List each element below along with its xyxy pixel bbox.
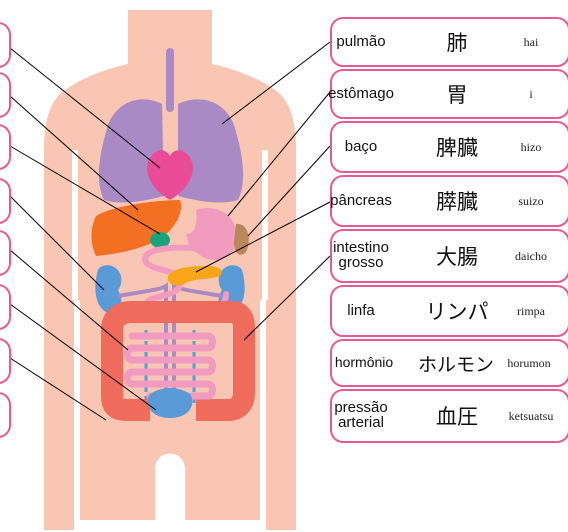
label-romaji: suizo — [496, 177, 566, 225]
label-japanese: 脾臓 — [422, 123, 492, 171]
label-portuguese: pâncreas — [340, 177, 382, 225]
bladder-icon — [148, 388, 192, 418]
trachea-icon — [166, 48, 174, 112]
label-hormone: hormônio ホルモン horumon — [330, 339, 568, 387]
label-japanese: 大腸 — [422, 231, 492, 281]
cutoff-label-box — [0, 72, 11, 118]
label-portuguese: intestino grosso — [340, 231, 382, 281]
label-romaji: hizo — [496, 123, 566, 171]
label-portuguese: estômago — [340, 71, 382, 117]
label-romaji: ketsuatsu — [496, 391, 566, 441]
cutoff-label-box — [0, 338, 11, 384]
cutoff-label-box — [0, 124, 11, 170]
cutoff-label-box — [0, 284, 11, 330]
label-romaji: horumon — [492, 341, 566, 385]
label-japanese: 胃 — [422, 71, 492, 117]
label-portuguese: pulmão — [340, 19, 382, 65]
label-romaji: i — [496, 71, 566, 117]
cutoff-label-box — [0, 178, 11, 224]
cutoff-label-box — [0, 22, 11, 68]
label-japanese: 血圧 — [422, 391, 492, 441]
label-portuguese: baço — [340, 123, 382, 171]
label-japanese: 肺 — [422, 19, 492, 65]
label-pancreas: pâncreas 膵臓 suizo — [330, 175, 568, 227]
label-stomach: estômago 胃 i — [330, 69, 568, 119]
label-japanese: リンパ — [422, 287, 492, 335]
label-japanese: 膵臓 — [422, 177, 492, 225]
label-lymph: linfa リンパ rimpa — [330, 285, 568, 337]
label-spleen: baço 脾臓 hizo — [330, 121, 568, 173]
cutoff-label-box — [0, 392, 11, 438]
label-romaji: daicho — [496, 231, 566, 281]
label-romaji: rimpa — [496, 287, 566, 335]
label-lung: pulmão 肺 hai — [330, 17, 568, 67]
label-japanese: ホルモン — [424, 341, 488, 385]
cutoff-label-box — [0, 230, 11, 276]
label-large-intestine: intestino grosso 大腸 daicho — [330, 229, 568, 283]
label-portuguese: hormônio — [336, 341, 392, 385]
label-blood-pressure: pressão arterial 血圧 ketsuatsu — [330, 389, 568, 443]
label-portuguese: pressão arterial — [340, 391, 382, 441]
label-romaji: hai — [496, 19, 566, 65]
label-portuguese: linfa — [340, 287, 382, 335]
